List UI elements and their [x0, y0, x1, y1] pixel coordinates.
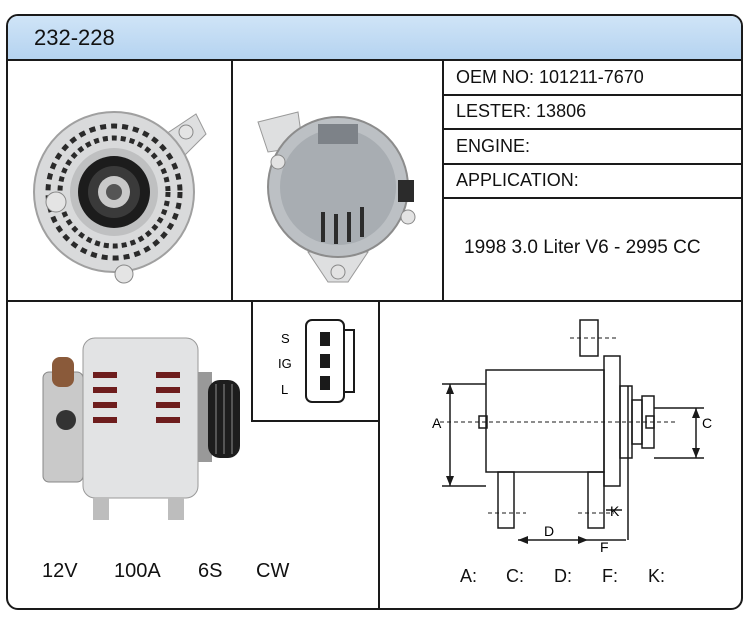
dim-legend-a: A:: [460, 566, 478, 586]
alternator-rear-image: [257, 111, 416, 283]
dim-legend-f: F:: [602, 566, 618, 586]
divider-info-1: [442, 94, 741, 96]
divider-plug-bottom: [251, 420, 380, 422]
oem-row: OEM NO: 101211-7670: [448, 67, 741, 88]
oem-value: 101211-7670: [539, 67, 644, 87]
spec-amperage: 100A: [114, 560, 161, 582]
spec-pulley: 6S: [198, 560, 223, 582]
divider-front-rear: [231, 61, 233, 302]
application-label: APPLICATION:: [456, 170, 579, 190]
part-number-title: 232-228: [34, 25, 115, 50]
dim-legend-c: C:: [506, 566, 524, 586]
lester-row: LESTER: 13806: [448, 101, 741, 122]
product-card: 232-228 OEM NO: 101211-7670 LESTER: 1380…: [6, 14, 743, 610]
lester-value: 13806: [536, 101, 587, 121]
application-row: APPLICATION:: [448, 170, 741, 191]
plug-pin-s: S: [281, 331, 290, 346]
dim-label-c: C: [702, 415, 712, 431]
header-bar: 232-228: [8, 16, 741, 61]
alternator-side-image: [42, 337, 240, 520]
divider-images-info: [442, 61, 444, 302]
engine-label: ENGINE:: [456, 136, 531, 156]
dim-legend-d: D:: [554, 566, 572, 586]
divider-top-bottom: [8, 300, 741, 302]
engine-row: ENGINE:: [448, 136, 741, 157]
divider-info-4: [442, 197, 741, 199]
plug-connector-diagram: S IG L: [278, 319, 355, 403]
alternator-front-image: [33, 111, 207, 284]
oem-label: OEM NO:: [456, 67, 535, 87]
divider-info-2: [442, 128, 741, 130]
dim-legend-k: K:: [648, 566, 666, 586]
dim-label-k: K: [610, 503, 620, 519]
lester-label: LESTER:: [456, 101, 532, 121]
application-value: 1998 3.0 Liter V6 - 2995 CC: [464, 237, 701, 258]
spec-rotation: CW: [256, 560, 290, 582]
spec-voltage: 12V: [42, 560, 78, 582]
plug-pin-l: L: [281, 382, 288, 397]
plug-pin-ig: IG: [278, 356, 292, 371]
divider-info-3: [442, 163, 741, 165]
dim-label-f: F: [600, 539, 609, 555]
divider-side-plug: [251, 300, 253, 422]
dim-label-a: A: [432, 415, 442, 431]
divider-plug-diagram: [378, 300, 380, 608]
dim-label-d: D: [544, 523, 554, 539]
dimension-diagram: A C D F K: [432, 319, 712, 555]
